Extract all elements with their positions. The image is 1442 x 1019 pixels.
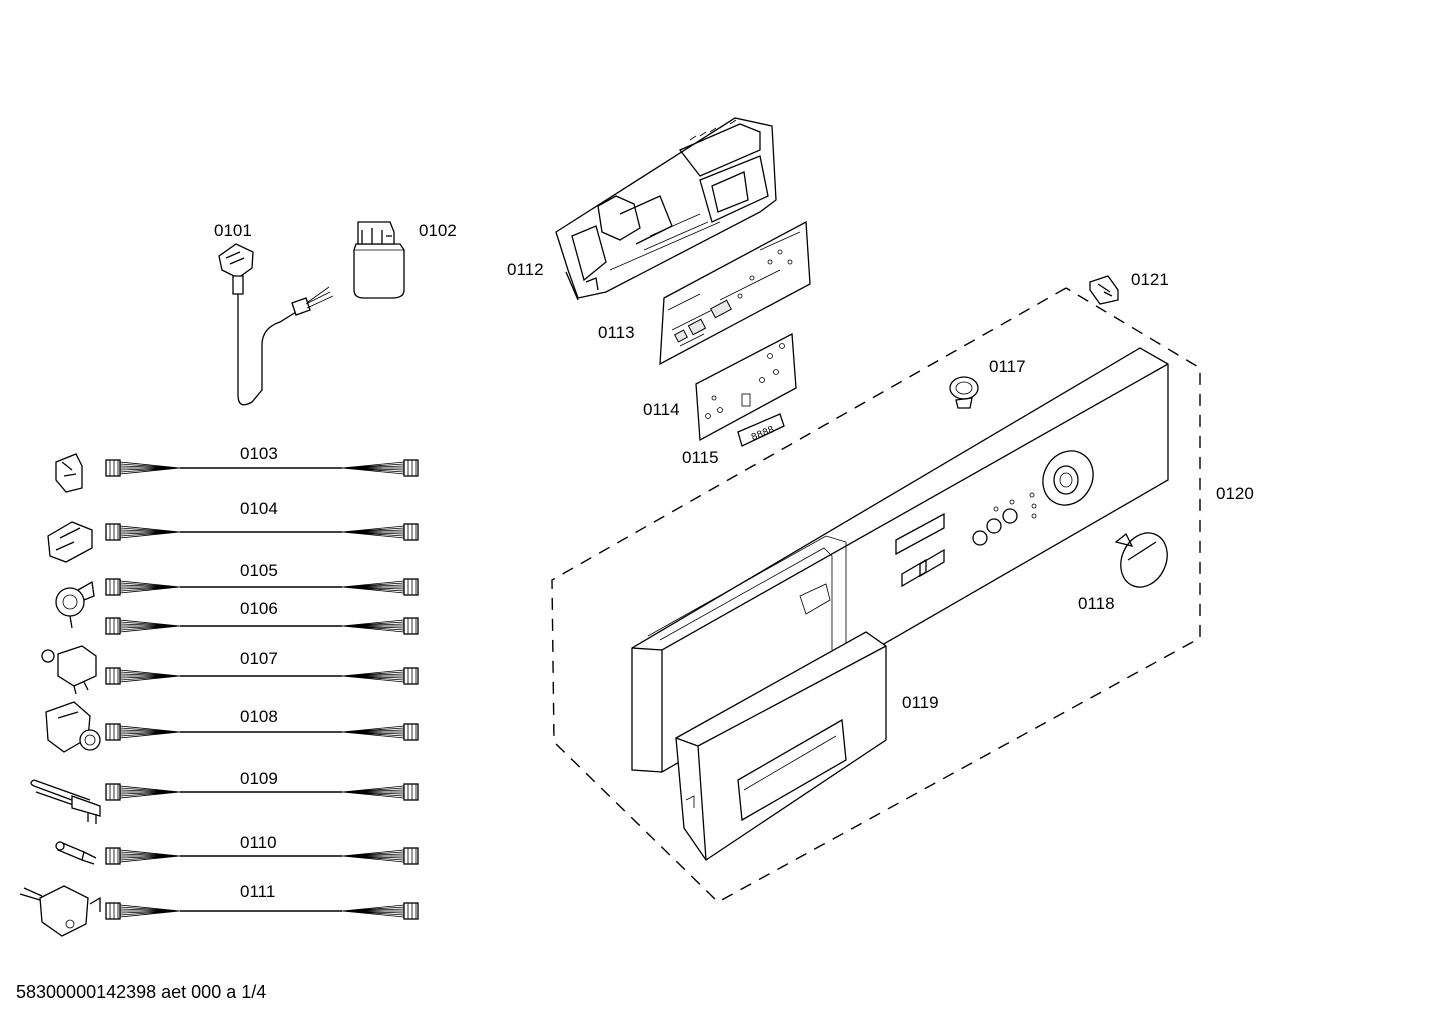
label-0120: 0120	[1216, 484, 1254, 503]
control-module-housing-part	[555, 117, 777, 301]
label-0103: 0103	[240, 444, 278, 463]
label-0121: 0121	[1131, 270, 1169, 289]
label-0107: 0107	[240, 649, 278, 668]
interference-filter-part	[353, 221, 405, 299]
label-0115: 0115	[682, 448, 719, 467]
led-display-part: 8888	[737, 413, 785, 447]
display-board-part	[695, 332, 797, 442]
label-0118: 0118	[1078, 594, 1115, 613]
label-0111: 0111	[240, 882, 275, 901]
component-0105-icon	[55, 580, 95, 629]
label-0119: 0119	[902, 693, 939, 712]
power-cord-part	[218, 243, 334, 406]
label-0110: 0110	[240, 833, 277, 852]
harness-0107	[105, 667, 419, 685]
component-0104-icon	[47, 521, 93, 563]
program-knob-part	[1114, 532, 1168, 588]
label-0114: 0114	[643, 400, 680, 419]
harness-0103	[105, 459, 419, 477]
component-0108-icon	[45, 701, 101, 753]
component-0103-icon	[55, 453, 83, 493]
label-0106: 0106	[240, 599, 278, 618]
harness-0106	[105, 617, 419, 635]
bracket-clip-part	[1089, 275, 1119, 305]
panel-assembly-outline	[551, 287, 1201, 903]
harness-0111	[105, 902, 419, 920]
label-0104: 0104	[240, 499, 278, 518]
label-0101: 0101	[214, 221, 252, 240]
label-0109: 0109	[240, 769, 278, 788]
label-0113: 0113	[598, 323, 635, 342]
harness-0109	[105, 783, 419, 801]
label-0117: 0117	[989, 357, 1026, 376]
harness-0110	[105, 847, 419, 865]
harness-0108	[105, 723, 419, 741]
component-0109-icon	[30, 779, 101, 824]
component-0110-icon	[55, 841, 97, 865]
harness-0105	[105, 578, 419, 596]
main-circuit-board-part	[659, 220, 811, 366]
label-0112: 0112	[507, 260, 544, 279]
label-0105: 0105	[240, 561, 278, 580]
harness-0104	[105, 523, 419, 541]
program-knob-insert-part	[949, 376, 979, 409]
component-0107-icon	[41, 645, 97, 695]
label-0108: 0108	[240, 707, 278, 726]
control-panel-fascia-part	[631, 347, 1169, 861]
wiring-harness-rows	[105, 459, 419, 920]
label-0102: 0102	[419, 221, 457, 240]
component-0111-icon	[19, 885, 101, 937]
document-id: 58300000142398 aet 000 a 1/4	[16, 982, 266, 1002]
